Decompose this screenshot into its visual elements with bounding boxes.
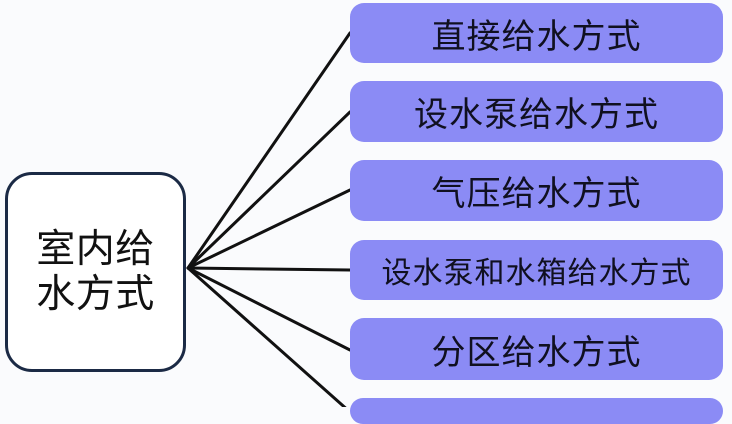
branch-node-3[interactable]: 气压给水方式 <box>350 160 723 221</box>
connector-line-5 <box>186 266 352 352</box>
branch-node-3-label: 气压给水方式 <box>431 175 642 213</box>
branch-node-2[interactable]: 设水泵给水方式 <box>350 81 723 142</box>
branch-node-4[interactable]: 设水泵和水箱给水方式 <box>350 240 723 300</box>
connector-line-3 <box>186 188 352 270</box>
branch-node-5[interactable]: 分区给水方式 <box>350 318 723 380</box>
branch-node-6-clipped[interactable] <box>350 398 723 424</box>
branch-node-2-label: 设水泵给水方式 <box>414 96 659 134</box>
branch-node-5-label: 分区给水方式 <box>431 333 642 372</box>
connector-line-2 <box>186 110 352 270</box>
root-node-label: 室内给 水方式 <box>36 227 155 316</box>
branch-node-1-label: 直接给水方式 <box>431 17 642 56</box>
branch-node-4-label: 设水泵和水箱给水方式 <box>381 257 692 290</box>
diagram-canvas: 室内给 水方式 直接给水方式 设水泵给水方式 气压给水方式 设水泵和水箱给水方式… <box>5 3 723 424</box>
root-node-indoor-water-supply[interactable]: 室内给 水方式 <box>5 172 186 372</box>
connector-line-4 <box>186 266 352 272</box>
connector-line-1 <box>186 31 352 270</box>
connector-line-6 <box>186 266 347 407</box>
branch-node-1[interactable]: 直接给水方式 <box>350 3 723 63</box>
